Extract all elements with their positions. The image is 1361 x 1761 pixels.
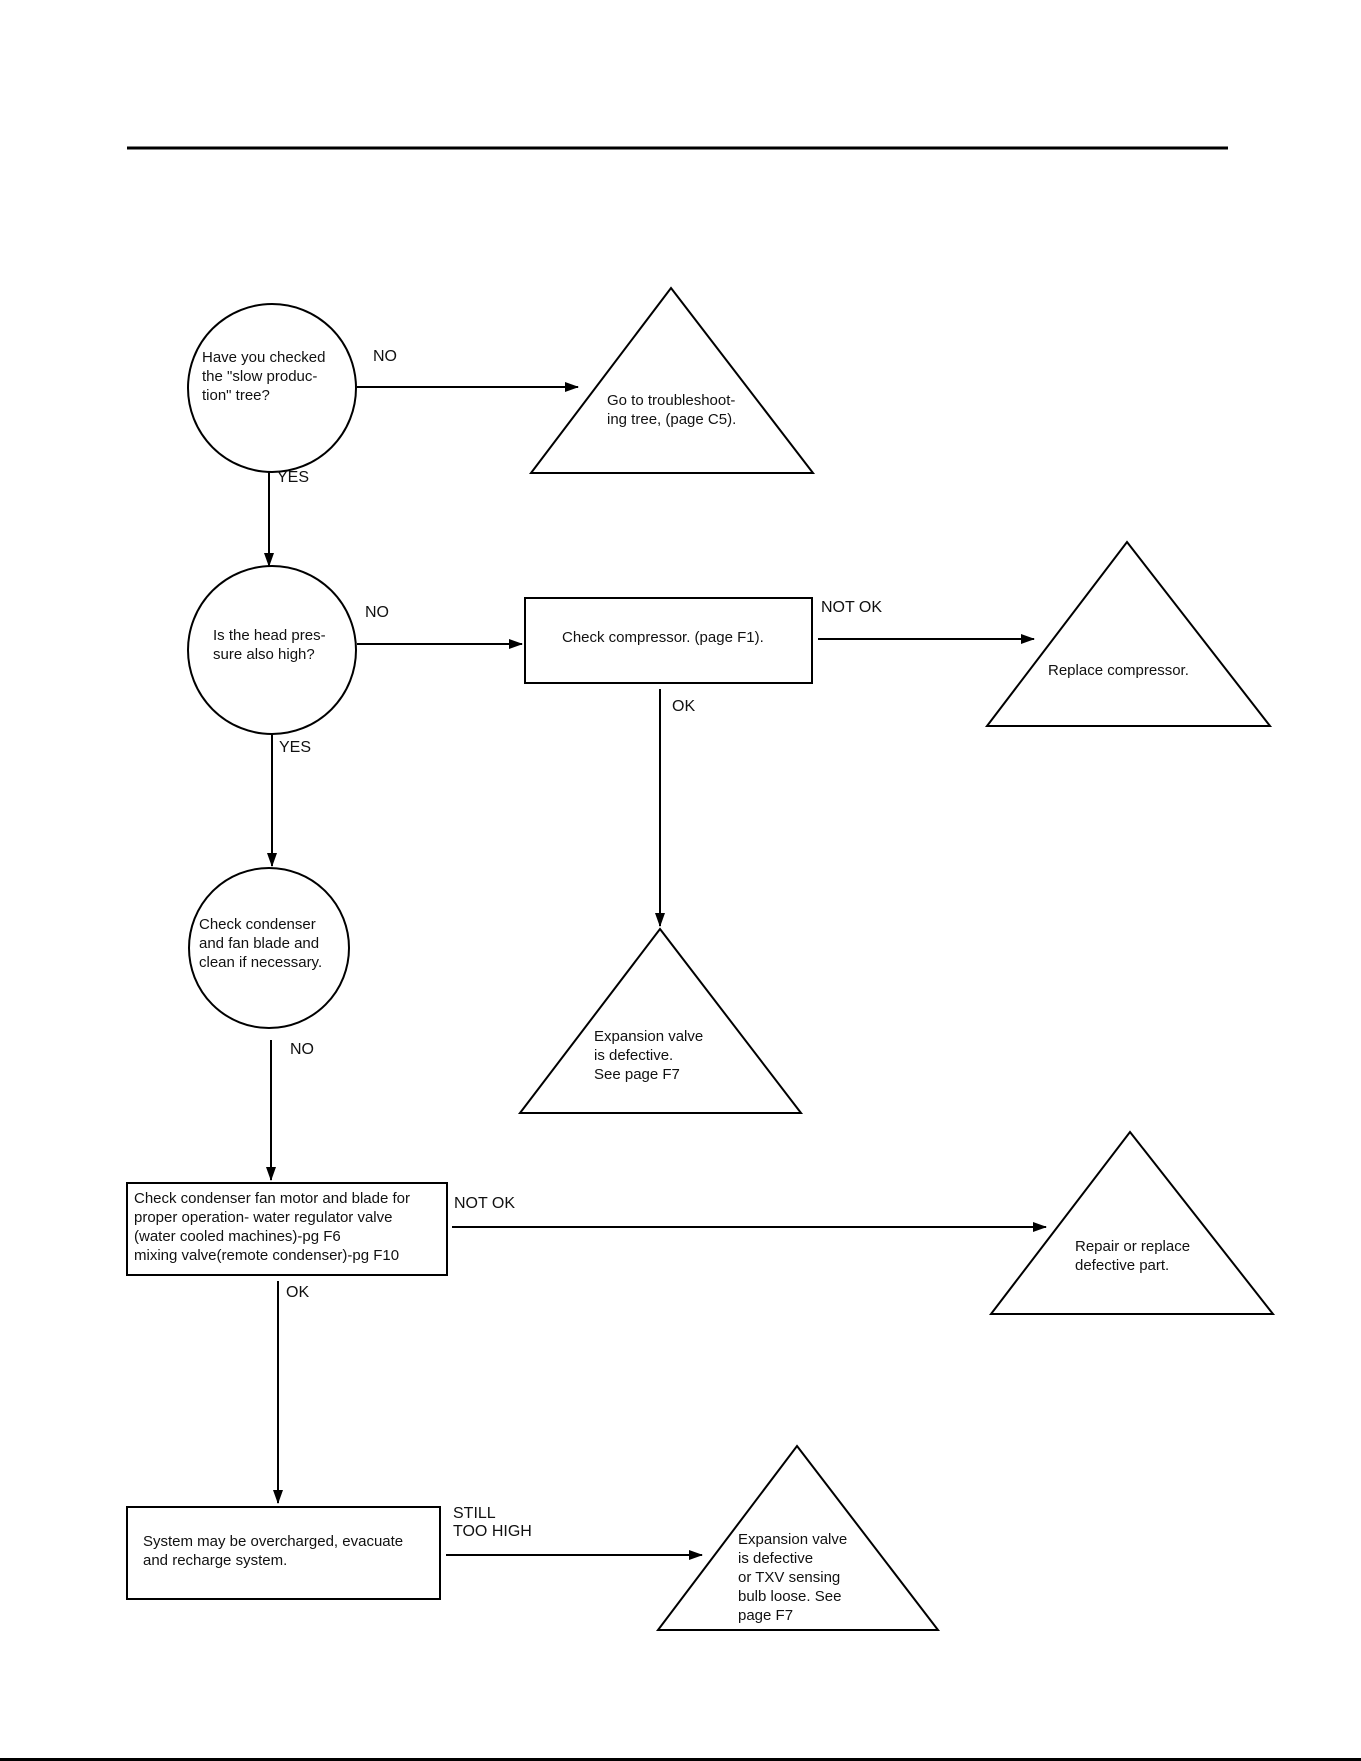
node-check-condenser-shape: [188, 867, 350, 1029]
node-replace-compressor-label: Replace compressor.: [1048, 662, 1189, 679]
node-check-condenser-label: Check condenser and fan blade and clean …: [199, 916, 323, 971]
edge-label-ok-1: OK: [672, 698, 696, 715]
edge-label-not-ok-1: NOT OK: [821, 599, 883, 616]
edge-label-no-2: NO: [365, 604, 389, 621]
node-check-compressor-shape: [524, 597, 813, 684]
node-go-to-tree-label: Go to troubleshoot- ing tree, (page C5).: [607, 392, 737, 428]
node-replace-compressor-shape: [984, 540, 1273, 727]
node-overcharged-shape: [126, 1506, 441, 1600]
node-repair-replace-shape: [988, 1130, 1276, 1315]
node-head-pressure-label: Is the head pres- sure also high?: [213, 627, 326, 663]
edge-label-yes-1: YES: [277, 469, 310, 486]
node-go-to-tree-shape: [528, 286, 816, 474]
node-checked-slow-tree-shape: [187, 303, 357, 473]
node-expansion-valve-1-shape: [517, 927, 804, 1114]
node-overcharged-label: System may be overcharged, evacuate and …: [143, 1533, 404, 1569]
node-expansion-valve-2-shape: [655, 1444, 941, 1631]
node-repair-replace-label: Repair or replace defective part.: [1075, 1238, 1191, 1274]
edge-label-yes-2: YES: [279, 739, 312, 756]
node-expansion-valve-2-label: Expansion valve is defective or TXV sens…: [738, 1531, 848, 1624]
edge-label-no-3: NO: [290, 1041, 314, 1058]
footer-rule: [0, 1758, 1361, 1761]
edge-label-not-ok-2: NOT OK: [454, 1195, 516, 1212]
edge-label-still-too-high: STILL TOO HIGH: [453, 1505, 532, 1540]
node-check-fan-motor-shape: [126, 1182, 448, 1276]
node-check-fan-motor-label: Check condenser fan motor and blade for …: [134, 1190, 410, 1264]
node-check-compressor-label: Check compressor. (page F1).: [562, 629, 764, 646]
edge-label-ok-2: OK: [286, 1284, 310, 1301]
node-expansion-valve-1-label: Expansion valve is defective. See page F…: [594, 1028, 704, 1083]
edge-label-no-1: NO: [373, 348, 397, 365]
node-checked-slow-tree-label: Have you checked the "slow produc- tion"…: [202, 349, 326, 404]
